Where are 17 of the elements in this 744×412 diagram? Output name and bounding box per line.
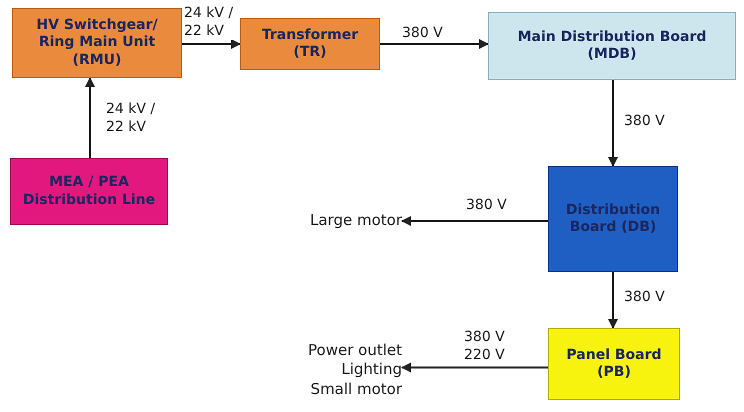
arrow <box>182 39 241 49</box>
arrow <box>401 362 548 372</box>
arrow <box>401 216 548 226</box>
load-label: Power outlet <box>308 340 402 360</box>
block-box: HV Switchgear/ Ring Main Unit (RMU) <box>12 8 182 78</box>
arrow <box>380 39 489 49</box>
arrow <box>608 80 618 167</box>
arrow <box>608 272 618 329</box>
load-label: Lighting <box>341 360 402 380</box>
block-box: Distribution Board (DB) <box>548 166 678 272</box>
arrow <box>85 77 95 158</box>
block-box: MEA / PEA Distribution Line <box>10 158 168 225</box>
block-box: Transformer (TR) <box>240 18 380 70</box>
load-label: Large motor <box>286 210 402 232</box>
block-box: Panel Board (PB) <box>548 328 680 400</box>
block-box: Main Distribution Board (MDB) <box>488 12 736 80</box>
load-label: Small motor <box>310 380 402 400</box>
